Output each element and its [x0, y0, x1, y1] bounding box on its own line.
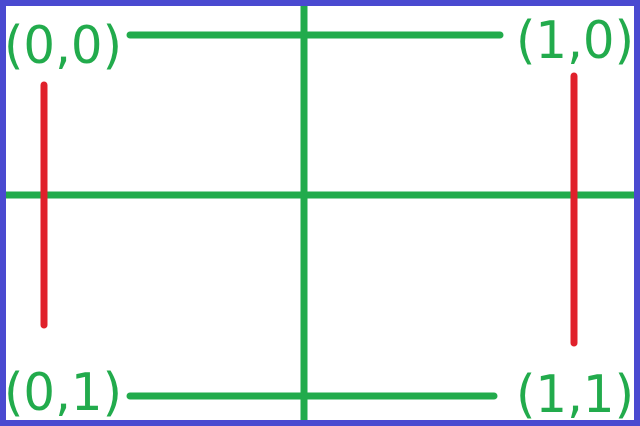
label-top-left: (0,0)	[4, 16, 122, 76]
label-bottom-right: (1,1)	[516, 365, 634, 425]
label-bottom-left: (0,1)	[4, 363, 122, 423]
label-top-right: (1,0)	[516, 11, 634, 71]
